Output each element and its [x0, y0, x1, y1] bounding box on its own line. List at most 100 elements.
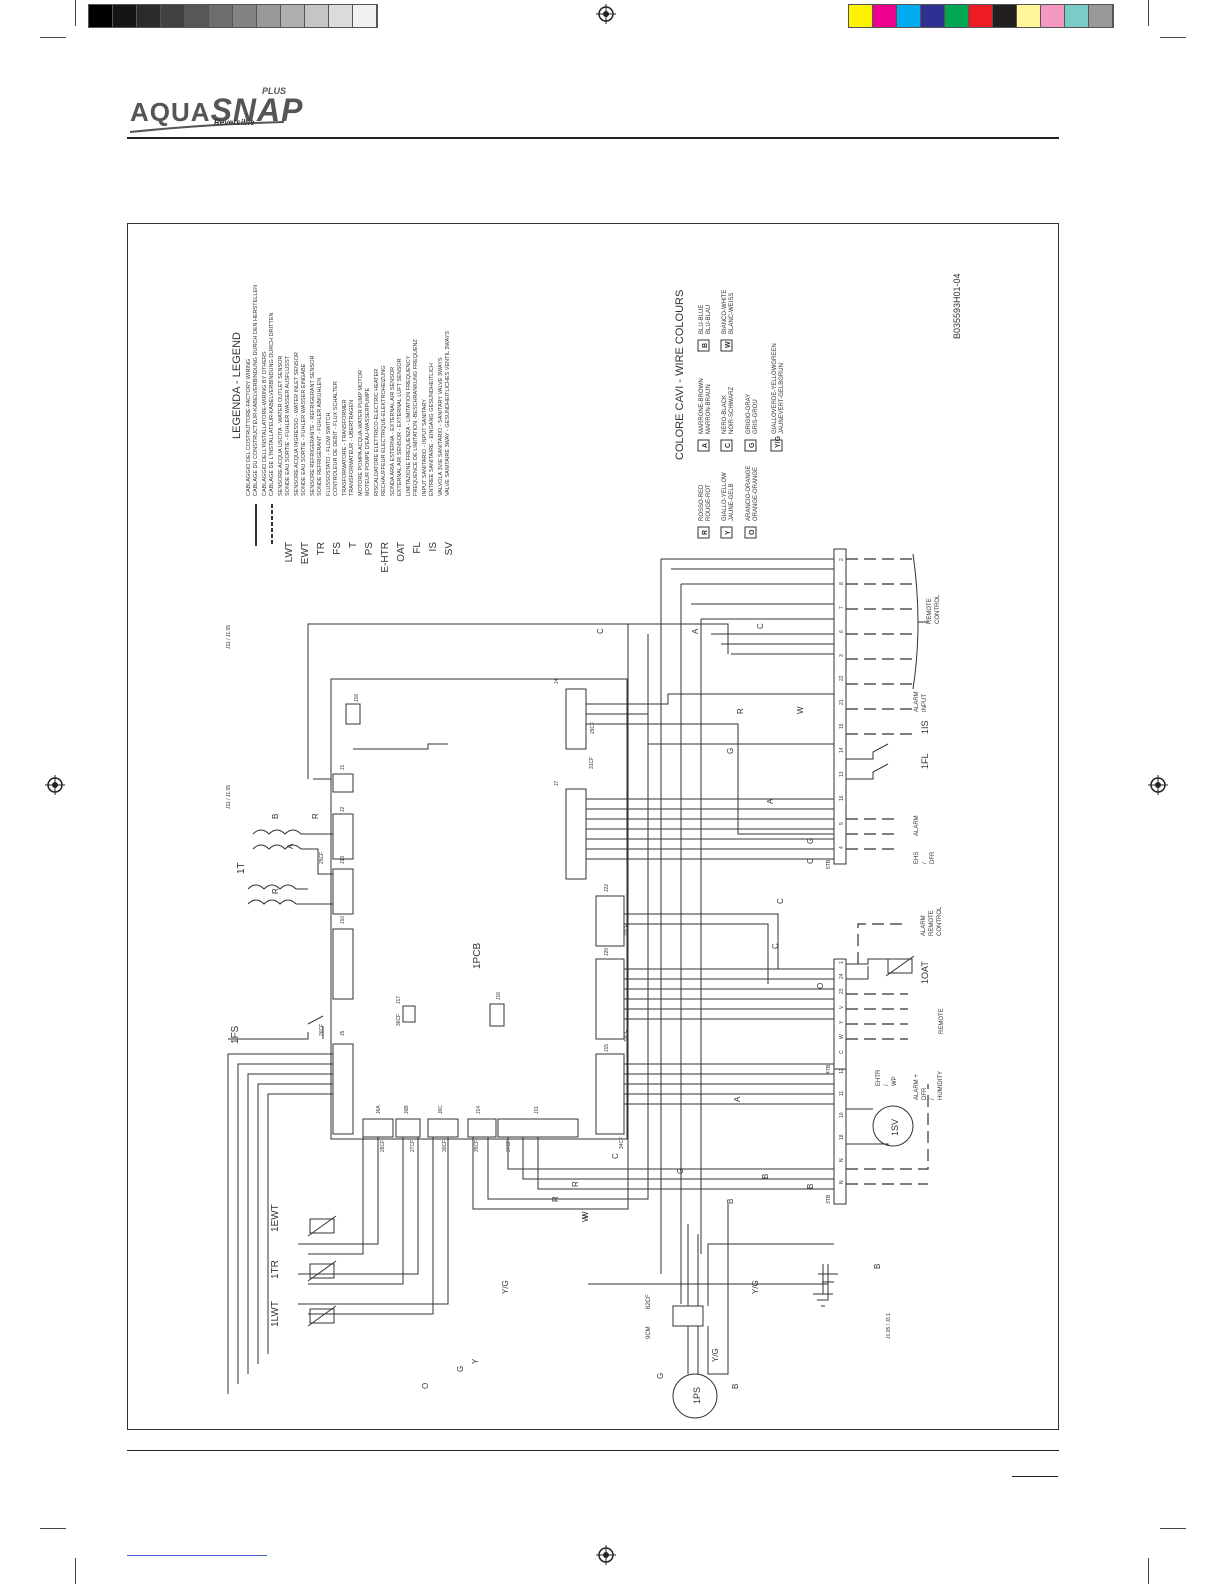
calibration-color-swatch [897, 5, 921, 27]
legend-description: VALVE SANITAIRE 3WAY - GESUNDHEITLICHES … [445, 331, 451, 496]
legend-description: CABLAGGIO DELL'INSTALLATORE-WIRING BY OT… [262, 351, 268, 496]
connector-label: J7 [554, 781, 560, 787]
connector-code-label: 33CF [624, 1030, 630, 1042]
wire-colour-letter: Y/G [751, 1280, 760, 1294]
off-page-reference: J11 / J1.05 [226, 625, 232, 649]
ground-icon [813, 1264, 833, 1307]
connector-code-label: 25CF [319, 852, 325, 864]
wire-colour-letter: B [271, 814, 280, 819]
wire-colour-letter: G [456, 1366, 465, 1372]
connector-code-label: 32CF [624, 924, 630, 936]
legend-symbol: IS [428, 542, 439, 552]
field-label-alarm-dfr-humidity: DFR [922, 1087, 928, 1100]
legend-description: LIMITAZIONE FREQUENZA - LIMITATION FREQU… [406, 355, 412, 496]
fl-label: 1FL [920, 753, 930, 769]
connector-j13 [332, 868, 354, 915]
connector-label: J20 [604, 948, 610, 956]
footer-rule [127, 1450, 1059, 1451]
sensor-1oat-arrow [885, 955, 915, 977]
calibration-gray-swatch [137, 5, 161, 27]
legend-symbol: LWT [284, 542, 295, 562]
field-label-ehs-dfr: EHS [914, 852, 920, 864]
wire-colour-letter: B [726, 1199, 735, 1204]
pcb-board [330, 678, 628, 1140]
wire-colour-letter: G [656, 1373, 665, 1379]
wire-colour-description: NOIR-SCHWARZ [729, 387, 735, 434]
legend-symbol: PS [364, 542, 375, 556]
connector-j5 [332, 1043, 354, 1135]
connector-code-label: 26CF [319, 1024, 325, 1036]
legend-symbol: T [348, 542, 359, 548]
terminal-number: 8 [839, 582, 845, 585]
terminal-number: 16 [839, 795, 845, 801]
connector-label: J6B [404, 1105, 410, 1114]
wire-colour-code: A [702, 443, 709, 448]
connector-j11 [497, 1118, 579, 1138]
field-label-alarm-dfr-humidity: HUMIDITY [938, 1071, 944, 1100]
calibration-color-swatch [921, 5, 945, 27]
wire-colour-letter: B [806, 1184, 815, 1189]
flow-switch-1fs-icon [228, 1015, 324, 1040]
wire-colour-box [770, 439, 783, 452]
legend-description: VALVOLA 3VIE SANITARIO - SANITARY VALVE … [438, 357, 444, 496]
wire-colour-box [744, 526, 757, 539]
wire-colour-code: R [702, 530, 709, 535]
legend-symbol: FL [412, 542, 423, 554]
connector-62cf-label: 62CF [646, 1294, 652, 1309]
flow-switch-label: 1FS [230, 1025, 241, 1044]
pump-1ps [672, 1373, 718, 1419]
connector-j7 [565, 788, 587, 880]
calibration-color-swatch [945, 5, 969, 27]
wire-colour-code: O [749, 529, 756, 535]
wire-colour-letter: A [766, 798, 775, 804]
wire-colour-letter: O [816, 983, 825, 989]
legend-description: SONDA ARIA ESTERNA - EXTERNAL AIR SENSOR [390, 367, 396, 496]
calibration-color-swatch [969, 5, 993, 27]
registration-mark-icon [596, 4, 616, 24]
wire-colour-letter: C [596, 628, 605, 634]
legend-symbol: TR [316, 542, 327, 555]
wire-colour-letter: W [581, 1211, 590, 1219]
terminal-block-label: 5TB [826, 859, 832, 869]
terminal-number: W [839, 1034, 845, 1039]
wire-colour-description: MARRON-BRAUN [706, 384, 712, 434]
terminal-block-label: 3TB [826, 1194, 832, 1204]
wire-colour-letter: R [736, 708, 745, 714]
connector-label: J10 [340, 916, 346, 924]
field-label-remote-control: CONTROL [935, 594, 941, 624]
terminal-number: 21 [839, 699, 845, 705]
connector-j22 [595, 895, 625, 947]
field-label-ehs-dfr: / [922, 862, 928, 864]
valve-1sv [872, 1105, 914, 1147]
registration-mark-icon [596, 1545, 616, 1565]
calibration-gray-swatch [113, 5, 137, 27]
wire-colour-letter: A [691, 628, 700, 634]
oat-label: 1OAT [920, 961, 930, 984]
wire-colour-box [720, 339, 733, 352]
wire-colour-letter: Y [471, 1358, 480, 1364]
wire-colour-letter: R [271, 888, 280, 894]
connector-label: J2 [340, 807, 346, 813]
is-label: 1IS [920, 720, 930, 734]
field-label-ehtr-wp: WP [892, 1076, 898, 1086]
off-page-reference: J11 / J1.05 [226, 785, 232, 809]
wire-colour-letter: G [726, 748, 735, 754]
wire-colour-description: BLU-BLUE [699, 305, 705, 334]
terminal-number: V [839, 1005, 845, 1009]
calibration-gray-swatch [161, 5, 185, 27]
wire-colour-description: BLU-BLAU [706, 305, 712, 334]
connector-j6b [395, 1118, 421, 1138]
wire-colour-box [744, 439, 757, 452]
registration-mark-icon [1148, 775, 1168, 795]
connector-9cm-label: 9CM [646, 1326, 652, 1339]
diagram-code: B035593H01-04 [952, 273, 962, 339]
legend-description: SENSORE REFRIGERANTE - REFRIGERANT SENSO… [310, 355, 316, 496]
connector-code-label: 35CF [474, 1140, 480, 1152]
terminal-block-label: 4TB [826, 1064, 832, 1074]
connector-label: J16 [496, 992, 502, 1000]
calibration-gray-swatch [353, 5, 377, 27]
wire-colour-letter: O [421, 1383, 430, 1389]
legend-description: TRASFORMATORE - TRANSFORMER [342, 399, 348, 496]
terminal-number: N [839, 1158, 845, 1162]
